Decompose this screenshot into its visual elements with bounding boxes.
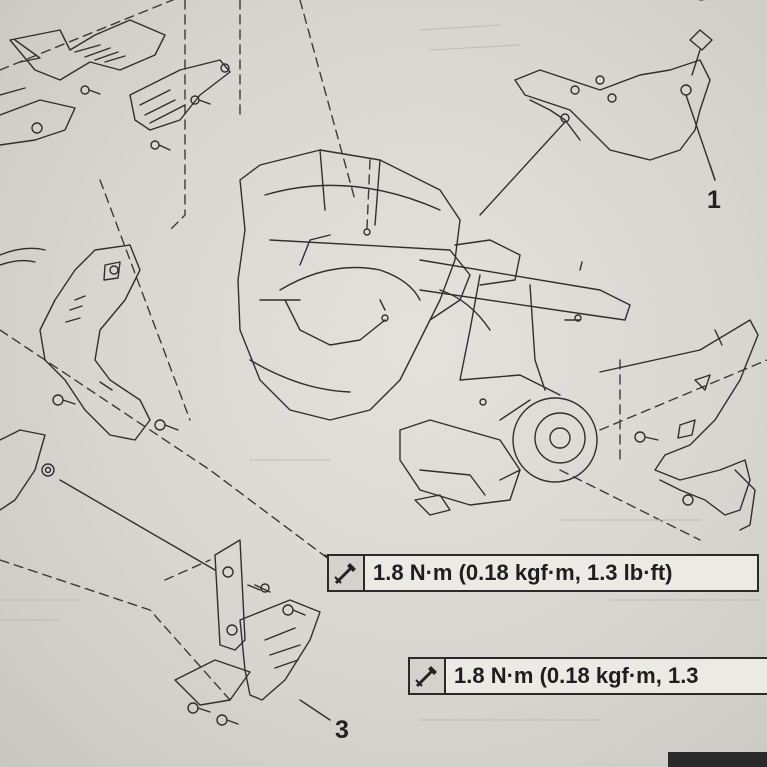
torque-spec-label-1: 1.8 N·m (0.18 kgf·m, 1.3 lb·ft) — [373, 560, 673, 585]
background-text-ghost — [0, 24, 761, 721]
lower-left-part — [0, 429, 55, 511]
torque-spec-box-1: 1.8 N·m (0.18 kgf·m, 1.3 lb·ft) — [327, 554, 759, 592]
assembly-guide-lines — [0, 0, 767, 701]
callout-1-leader — [685, 94, 716, 181]
right-cover-part-1 — [479, 29, 716, 216]
motorcycle-front-assembly — [237, 149, 631, 516]
torque-wrench-icon — [329, 556, 365, 590]
upper-left-fasteners — [80, 63, 230, 151]
left-side-panel — [0, 244, 151, 441]
upper-left-bracket — [0, 19, 231, 146]
torque-wrench-icon — [410, 659, 446, 693]
left-panel-fasteners — [52, 394, 179, 431]
cropped-torque-box — [668, 752, 767, 767]
lower-bracket-part-3 — [59, 479, 331, 726]
torque-spec-box-2: 1.8 N·m (0.18 kgf·m, 1.3 — [408, 657, 767, 695]
callout-number-1: 1 — [707, 186, 721, 214]
right-side-panel — [599, 319, 759, 531]
torque-spec-label-2: 1.8 N·m (0.18 kgf·m, 1.3 — [454, 663, 699, 688]
callout-number-3: 3 — [335, 716, 349, 744]
